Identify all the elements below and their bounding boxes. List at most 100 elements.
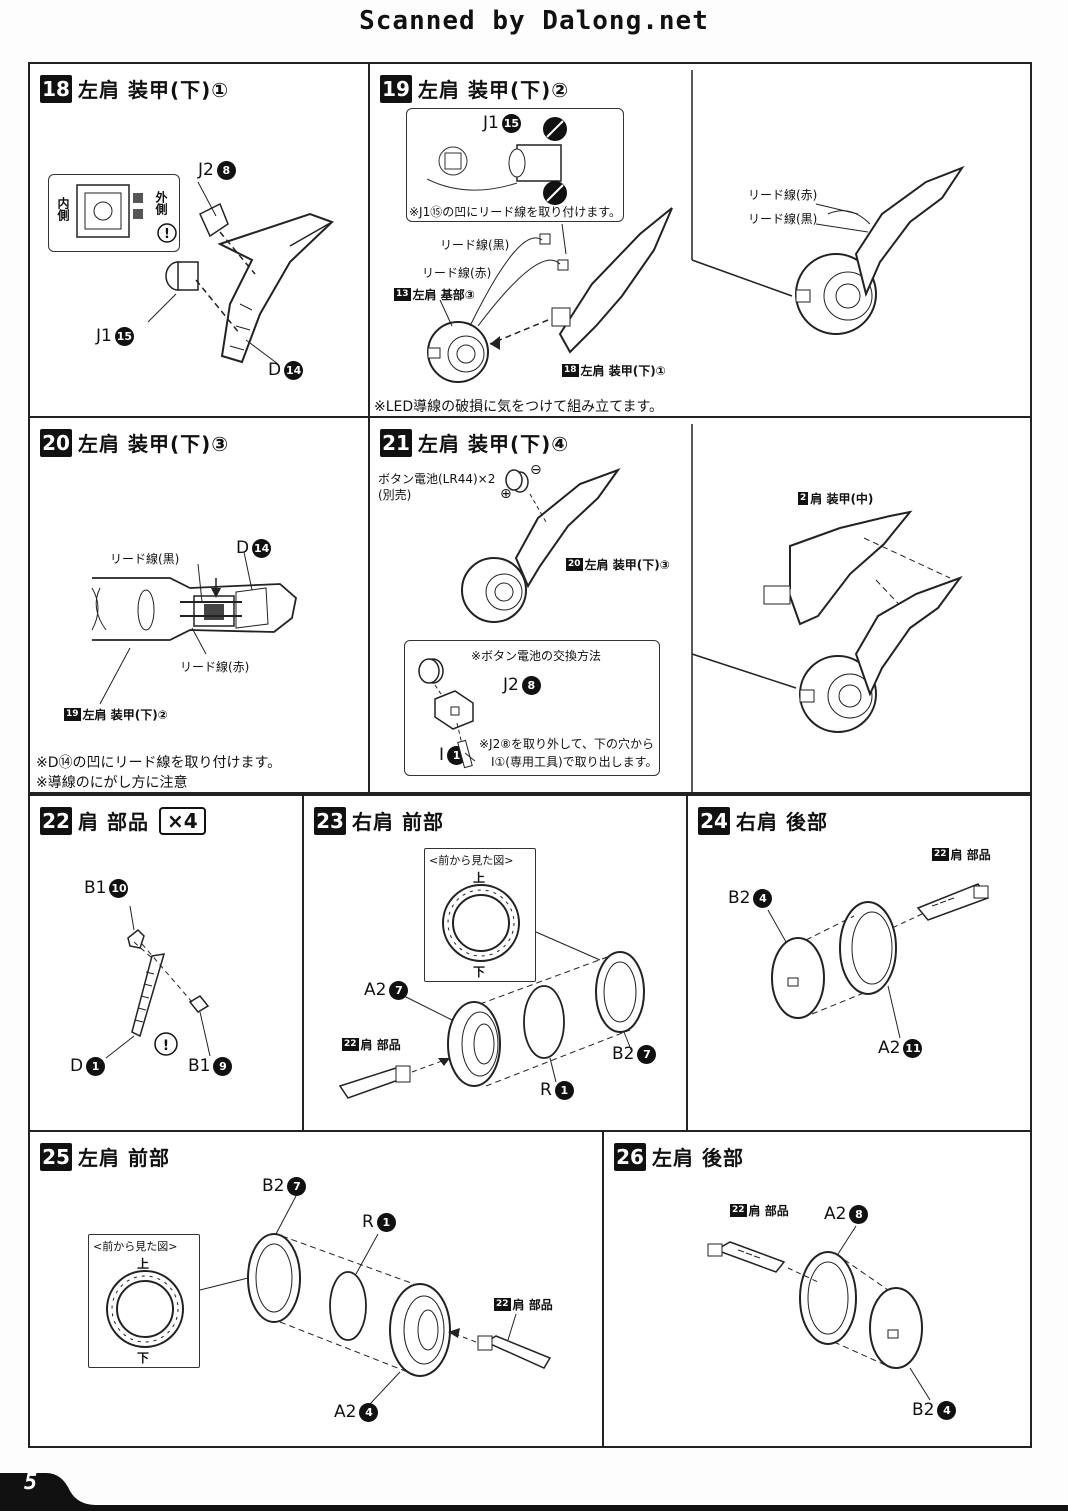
front-view-ring [106, 1270, 184, 1348]
part-number-badge: 15 [501, 113, 521, 133]
part-number-badge: 8 [216, 160, 236, 180]
note-d14: ※D⑭の凹にリード線を取り付けます。 [36, 755, 282, 771]
step-number: 21 [380, 428, 412, 457]
part-number-badge: 8 [521, 675, 541, 695]
step-title: 左肩 装甲(下)③ [78, 432, 230, 456]
front-view-ring [442, 884, 520, 962]
scan-watermark: Scanned by Dalong.net [359, 6, 709, 36]
step-title: 右肩 前部 [352, 810, 444, 834]
quantity-badge: ×4 [158, 806, 206, 835]
inset-note-2: I①(専用工具)で取り出します。 [491, 755, 658, 769]
step-23-drawing [338, 931, 645, 1099]
step-title: 左肩 装甲(下)① [78, 78, 230, 102]
inset-note-1: ※J2⑧を取り外して、下の穴から [479, 737, 655, 751]
lead-red-label: リード線(赤) [180, 660, 250, 674]
step-number: 18 [40, 74, 72, 103]
step-number: 24 [698, 806, 730, 835]
lead-black-label: リード線(黒) [440, 238, 510, 252]
inset-note: ※J1⑮の凹にリード線を取り付けます。 [409, 205, 622, 219]
part-number-badge: 4 [753, 888, 773, 908]
part-number-badge: 9 [213, 1056, 233, 1076]
part-number-badge: 7 [637, 1044, 657, 1064]
step-20-header: 20 左肩 装甲(下)③ [40, 428, 229, 457]
step-title: 右肩 後部 [736, 810, 828, 834]
sold-separately-label: (別売) [378, 488, 412, 502]
step-title: 左肩 前部 [78, 1146, 170, 1170]
step-24-header: 24 右肩 後部 [698, 806, 828, 835]
part-number-badge: 1 [376, 1212, 396, 1232]
step-26-drawing [707, 1225, 931, 1401]
down-label: 下 [137, 1351, 150, 1365]
step-title: 左肩 装甲(下)④ [418, 432, 570, 456]
step-number: 22 [40, 806, 72, 835]
svg-text:!: ! [163, 1038, 169, 1054]
inner-outer-inset: 内側 外側 ! [48, 174, 180, 252]
step-22-header: 22 肩 部品 ×4 [40, 806, 206, 835]
part-number-badge: 4 [359, 1402, 379, 1422]
note-wire-routing: ※導線のにがし方に注意 [36, 775, 188, 791]
step-25-header: 25 左肩 前部 [40, 1142, 170, 1171]
part-number-badge: 7 [389, 980, 409, 1000]
part-number-badge: 8 [849, 1204, 869, 1224]
step-23-header: 23 右肩 前部 [314, 806, 444, 835]
step-26-header: 26 左肩 後部 [614, 1142, 744, 1171]
step-number: 23 [314, 806, 346, 835]
step-21-drawing [461, 424, 963, 792]
part-number-badge: 7 [287, 1176, 307, 1196]
front-view-inset: <前から見た図> 上 下 [424, 848, 536, 982]
part-number-badge: 1 [554, 1080, 574, 1100]
step-number: 26 [614, 1142, 646, 1171]
svg-text:!: ! [164, 227, 170, 242]
part-number-badge: 1 [86, 1056, 106, 1076]
lead-black-label: リード線(黒) [110, 552, 180, 566]
step-21-header: 21 左肩 装甲(下)④ [380, 428, 569, 457]
lead-black-label-2: リード線(黒) [748, 212, 818, 226]
inset-part-drawing: ! [76, 184, 177, 243]
step-title: 左肩 後部 [652, 1146, 744, 1170]
step-number: 19 [380, 74, 412, 103]
battery-label: ボタン電池(LR44)×2 [378, 472, 496, 486]
step-18-drawing [147, 181, 334, 365]
part-number-badge: 4 [937, 1400, 957, 1420]
part-number-badge: 14 [284, 360, 304, 380]
page-footer-bar [0, 1473, 1068, 1511]
minus-mark: ⊖ [530, 462, 542, 478]
step-number: 20 [40, 428, 72, 457]
front-view-inset: <前から見た図> 上 下 [88, 1234, 200, 1368]
step-19-drawing [427, 70, 965, 383]
inner-side-label: 内側 [56, 197, 70, 221]
page-number: 5 [24, 1470, 38, 1495]
plus-mark: ⊕ [500, 486, 512, 502]
lead-red-label-2: リード線(赤) [748, 188, 818, 202]
inset-drawing [426, 117, 567, 205]
step-title: 肩 部品 [78, 810, 149, 834]
step-18-header: 18 左肩 装甲(下)① [40, 74, 229, 103]
